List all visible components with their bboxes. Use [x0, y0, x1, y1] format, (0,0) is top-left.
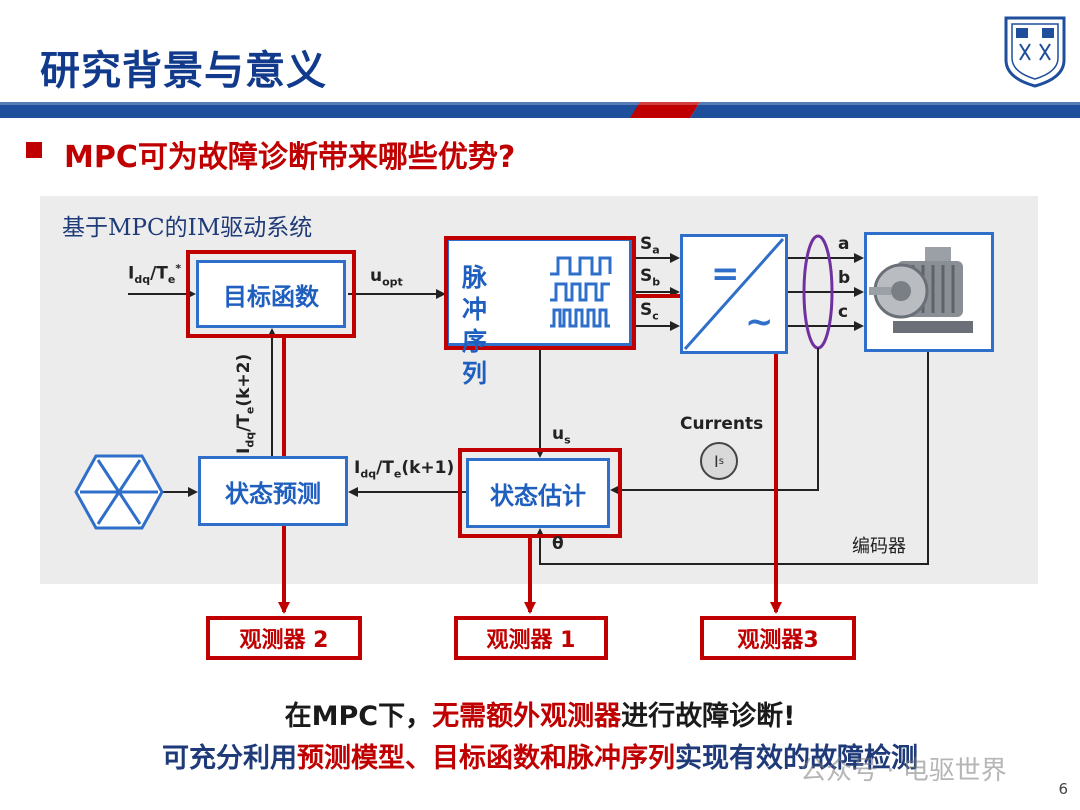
observer-1-box: 观测器 1 — [454, 616, 608, 660]
state-estimation-highlight — [458, 448, 622, 538]
voltage-vector-hexagon-icon — [74, 454, 164, 530]
pulse-sequence-line1: 脉 冲 — [462, 263, 492, 324]
sb-label: Sb — [640, 266, 661, 289]
phase-b-label: b — [838, 268, 851, 288]
state-prediction-block: 状态预测 — [198, 456, 348, 526]
inverter-dc-symbol: = — [711, 254, 740, 294]
inverter-block: = ~ — [680, 234, 788, 354]
target-function-block: 目标函数 — [196, 260, 346, 328]
pulse-sequence-line2: 序 列 — [462, 327, 492, 388]
sa-label: Sa — [640, 234, 660, 257]
theta-label: θ — [552, 534, 564, 554]
conclusion-line-2: 可充分利用预测模型、目标函数和脉冲序列实现有效的故障检测 — [162, 743, 918, 774]
pulse-waveform-icon — [550, 256, 612, 328]
inverter-icon: = ~ — [683, 238, 785, 350]
phase-c-label: c — [838, 302, 849, 322]
sc-label: Sc — [640, 300, 659, 323]
inverter-ac-symbol: ~ — [745, 302, 774, 342]
section-question: MPC可为故障诊断带来哪些优势? — [64, 140, 516, 175]
pulse-sequence-label: 脉 冲 序 列 — [462, 262, 532, 390]
feedback-vertical-label: Idq/Te(k+2) — [234, 353, 257, 454]
conclusion-line-1: 在MPC下，无需额外观测器进行故障诊断! — [284, 701, 796, 732]
currents-label: Currents — [680, 414, 764, 434]
prediction-input-label: Idq/Te(k+1) — [354, 458, 455, 481]
reference-input-label: Idq/Te* — [128, 262, 182, 287]
pulse-sequence-highlight — [444, 236, 636, 350]
phase-a-label: a — [838, 234, 850, 254]
observer-2-box: 观测器 2 — [206, 616, 362, 660]
u-opt-label: uopt — [370, 266, 403, 289]
header-band — [0, 102, 1080, 118]
target-function-highlight — [186, 250, 356, 338]
observer-3-box: 观测器3 — [700, 616, 856, 660]
bullet-square — [26, 142, 42, 158]
induction-motor-icon — [869, 247, 973, 333]
university-logo — [1004, 16, 1066, 88]
encoder-label: 编码器 — [852, 536, 906, 557]
state-estimation-block: 状态估计 — [466, 458, 610, 528]
watermark-text: 公众号 · 电驱世界 — [800, 756, 1007, 786]
us-label: us — [552, 424, 571, 447]
page-title: 研究背景与意义 — [40, 48, 327, 94]
induction-motor-block — [864, 232, 994, 352]
diagram-title: 基于MPC的IM驱动系统 — [62, 215, 313, 241]
page-number: 6 — [1058, 780, 1068, 798]
